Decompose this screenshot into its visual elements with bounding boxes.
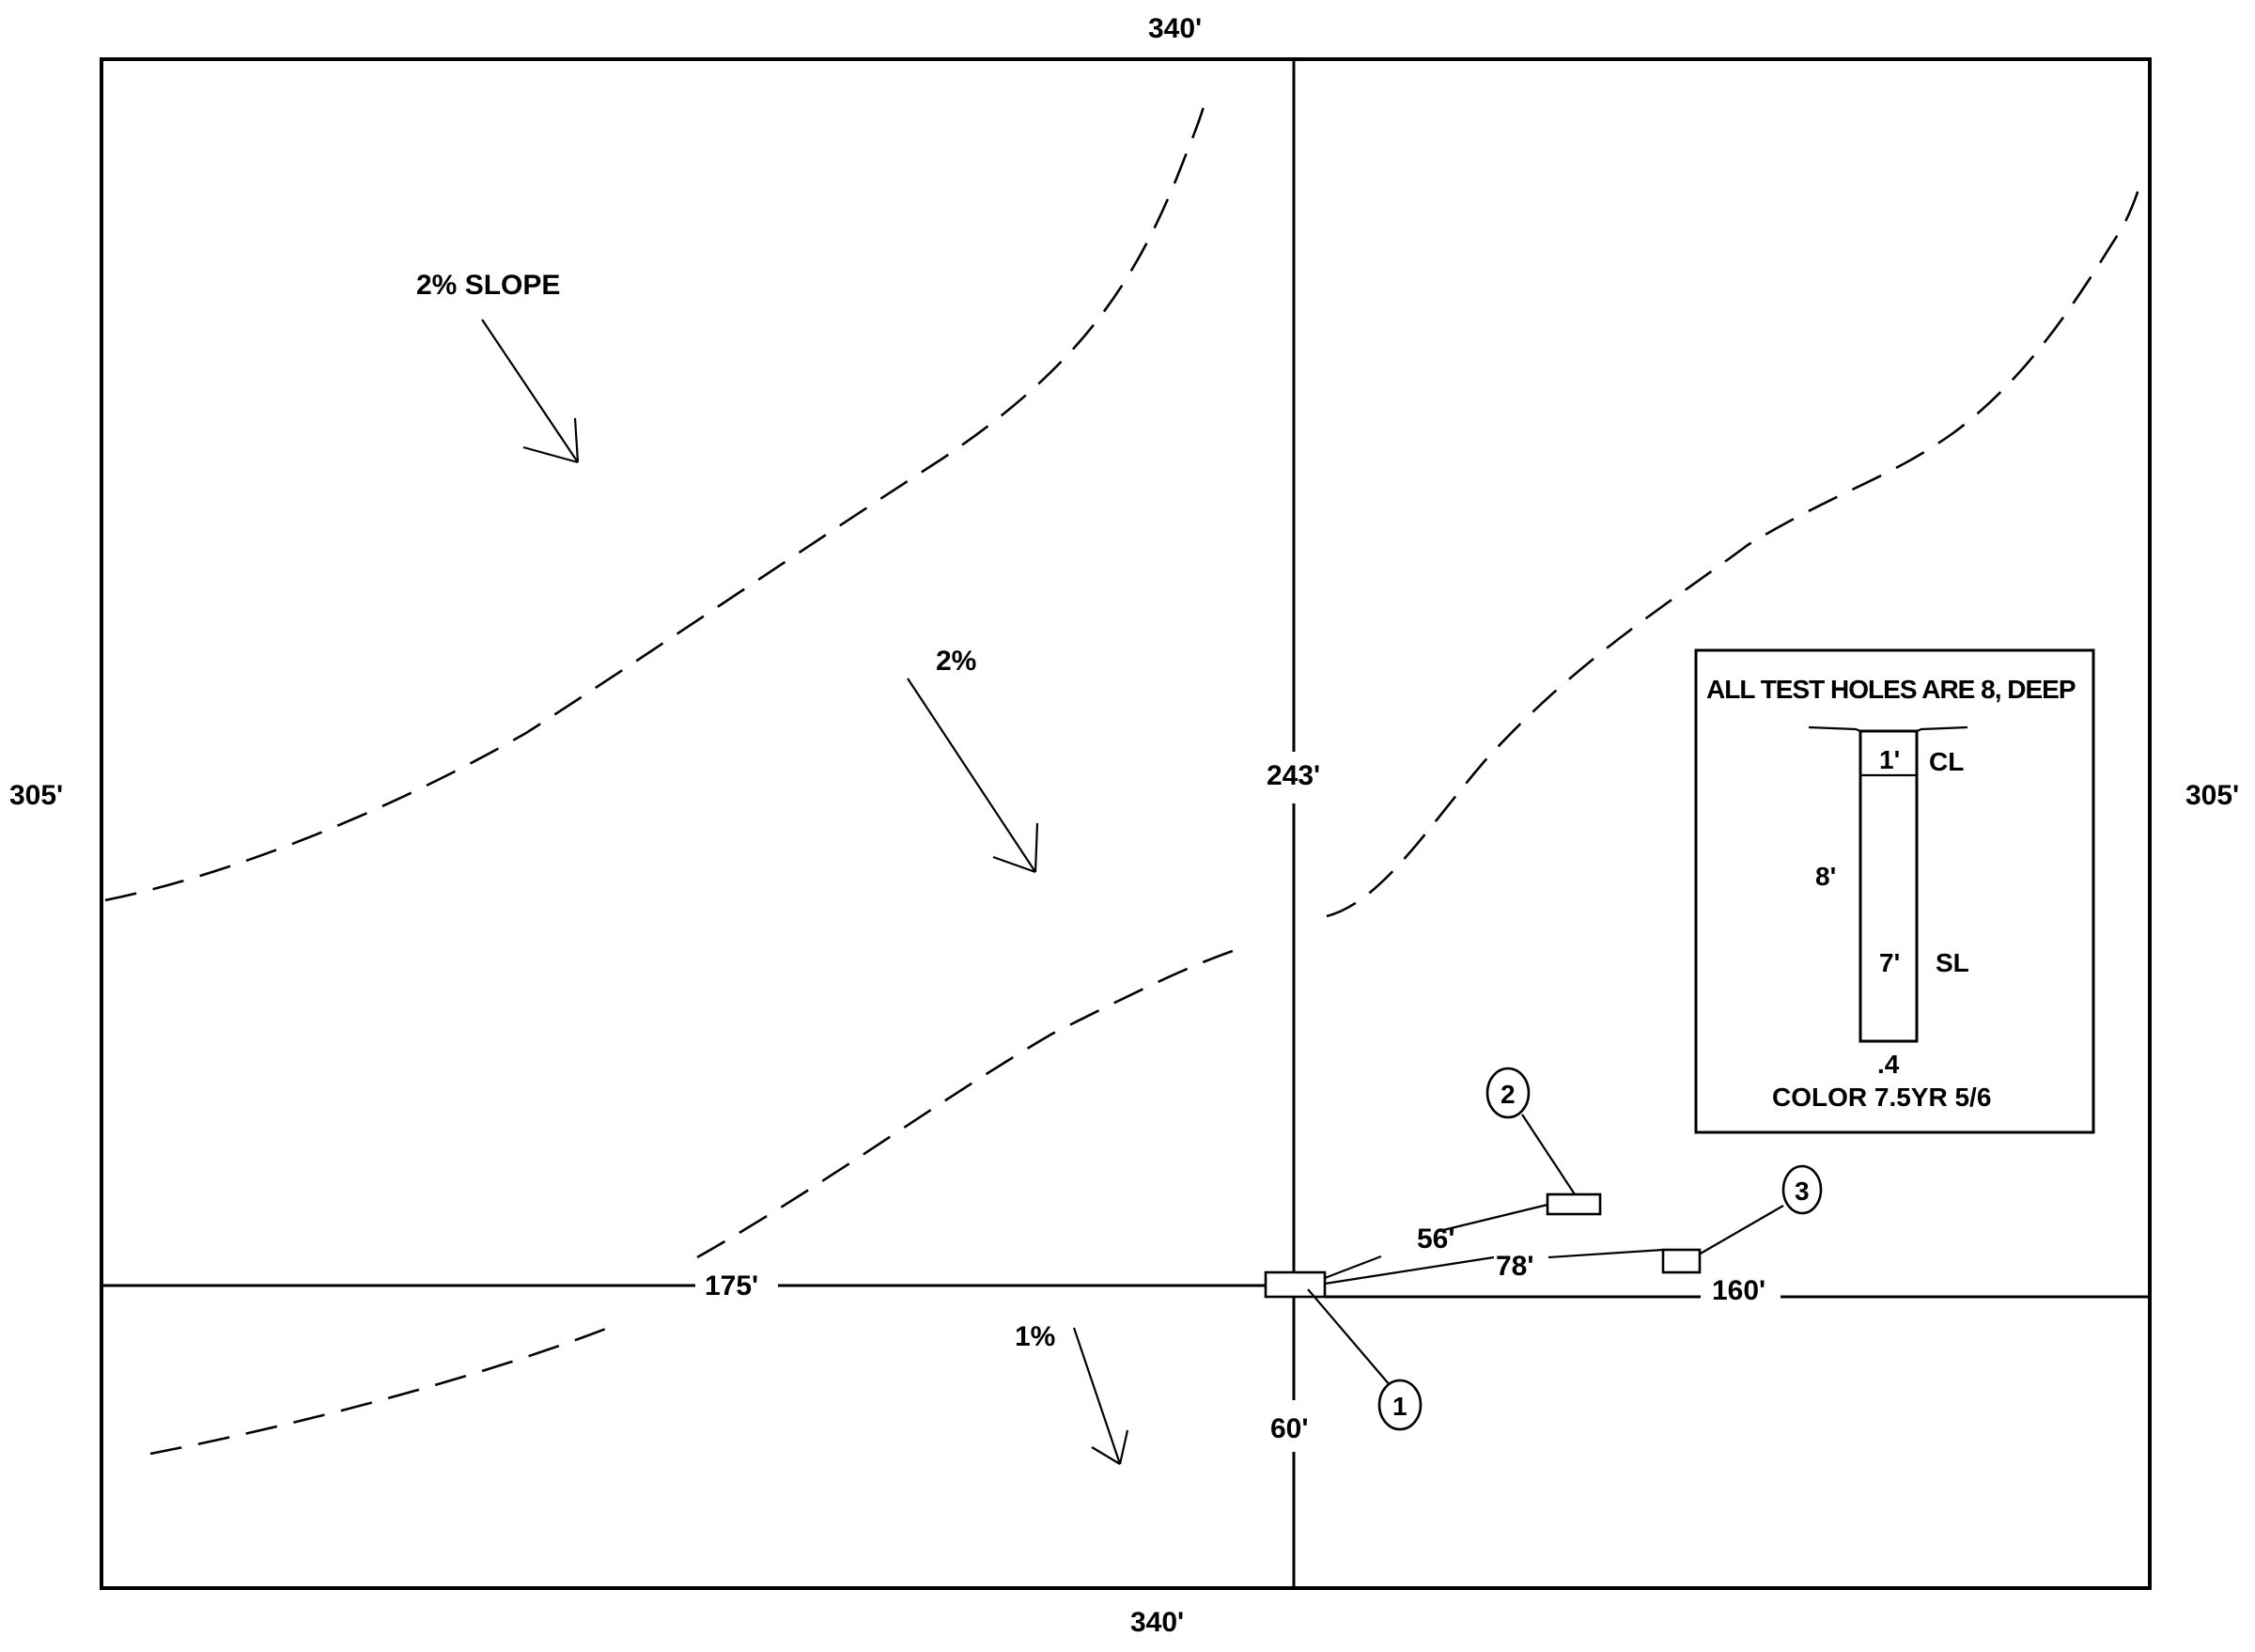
contour-line-2 <box>696 949 1234 1259</box>
hole3-callout-circle <box>1781 1164 1823 1215</box>
slope-label-2pct: 2% <box>936 646 976 677</box>
ground-surface-left <box>1808 725 1861 733</box>
left-boundary-label: 305' <box>9 780 63 811</box>
slope-arrow-icon <box>1072 1327 1129 1465</box>
legend-title: ALL TEST HOLES ARE 8, DEEP <box>1706 675 2076 704</box>
hole1-number: 1 <box>1392 1392 1407 1421</box>
property-boundary <box>100 57 2152 1590</box>
bottom-value: .4 <box>1877 1050 1900 1079</box>
hole3-callout-leader <box>1698 1205 1784 1255</box>
contour-line-4 <box>1326 182 2142 918</box>
east-dimension-label: 160' <box>1712 1275 1765 1306</box>
contour-line-1 <box>104 93 1208 902</box>
north-dimension-label: 243' <box>1267 760 1320 791</box>
slope-label-1pct: 1% <box>1015 1321 1055 1352</box>
hole2-callout-circle <box>1485 1067 1531 1119</box>
test-hole-profile <box>1858 729 1919 1043</box>
south-dimension-label: 60' <box>1270 1413 1309 1444</box>
test-hole-3[interactable] <box>1661 1248 1702 1274</box>
soil-color: COLOR 7.5YR 5/6 <box>1772 1083 1991 1112</box>
hole1-to-hole3-distance: 78' <box>1496 1251 1534 1282</box>
hole1-to-hole2-leader-2 <box>1439 1203 1548 1233</box>
test-hole-1[interactable] <box>1264 1270 1327 1299</box>
layer2-depth: 7' <box>1879 948 1900 977</box>
hole1-callout-circle <box>1377 1379 1423 1431</box>
slope-arrow-icon <box>907 678 1039 874</box>
layer1-depth: 1' <box>1879 745 1900 774</box>
hole1-to-hole3-leader <box>1324 1255 1495 1286</box>
slope-arrow-icon <box>481 319 580 464</box>
test-hole-2[interactable] <box>1546 1192 1602 1216</box>
west-dimension-label: 175' <box>705 1270 758 1301</box>
hole1-callout-leader <box>1307 1288 1392 1387</box>
hole2-number: 2 <box>1501 1080 1516 1109</box>
test-hole-legend: ALL TEST HOLES ARE 8, DEEP 1' CL 8' 7' S… <box>1694 648 2095 1134</box>
right-boundary-label: 305' <box>2185 780 2239 811</box>
total-depth: 8' <box>1815 862 1836 891</box>
slope-label-2pct-slope: 2% SLOPE <box>416 270 560 301</box>
hole3-number: 3 <box>1795 1177 1810 1206</box>
layer1-soil: CL <box>1929 747 1964 776</box>
hole2-callout-leader <box>1521 1114 1576 1195</box>
ground-surface-right <box>1916 725 1968 733</box>
hole1-to-hole2-distance: 56' <box>1417 1223 1455 1255</box>
contour-line-3 <box>149 1325 612 1456</box>
bottom-boundary-label: 340' <box>1130 1607 1184 1638</box>
top-boundary-label: 340' <box>1148 13 1202 44</box>
hole1-to-hole3-leader-2 <box>1547 1248 1664 1259</box>
hole1-to-hole2-leader <box>1324 1255 1382 1280</box>
layer2-soil: SL <box>1936 948 1969 977</box>
